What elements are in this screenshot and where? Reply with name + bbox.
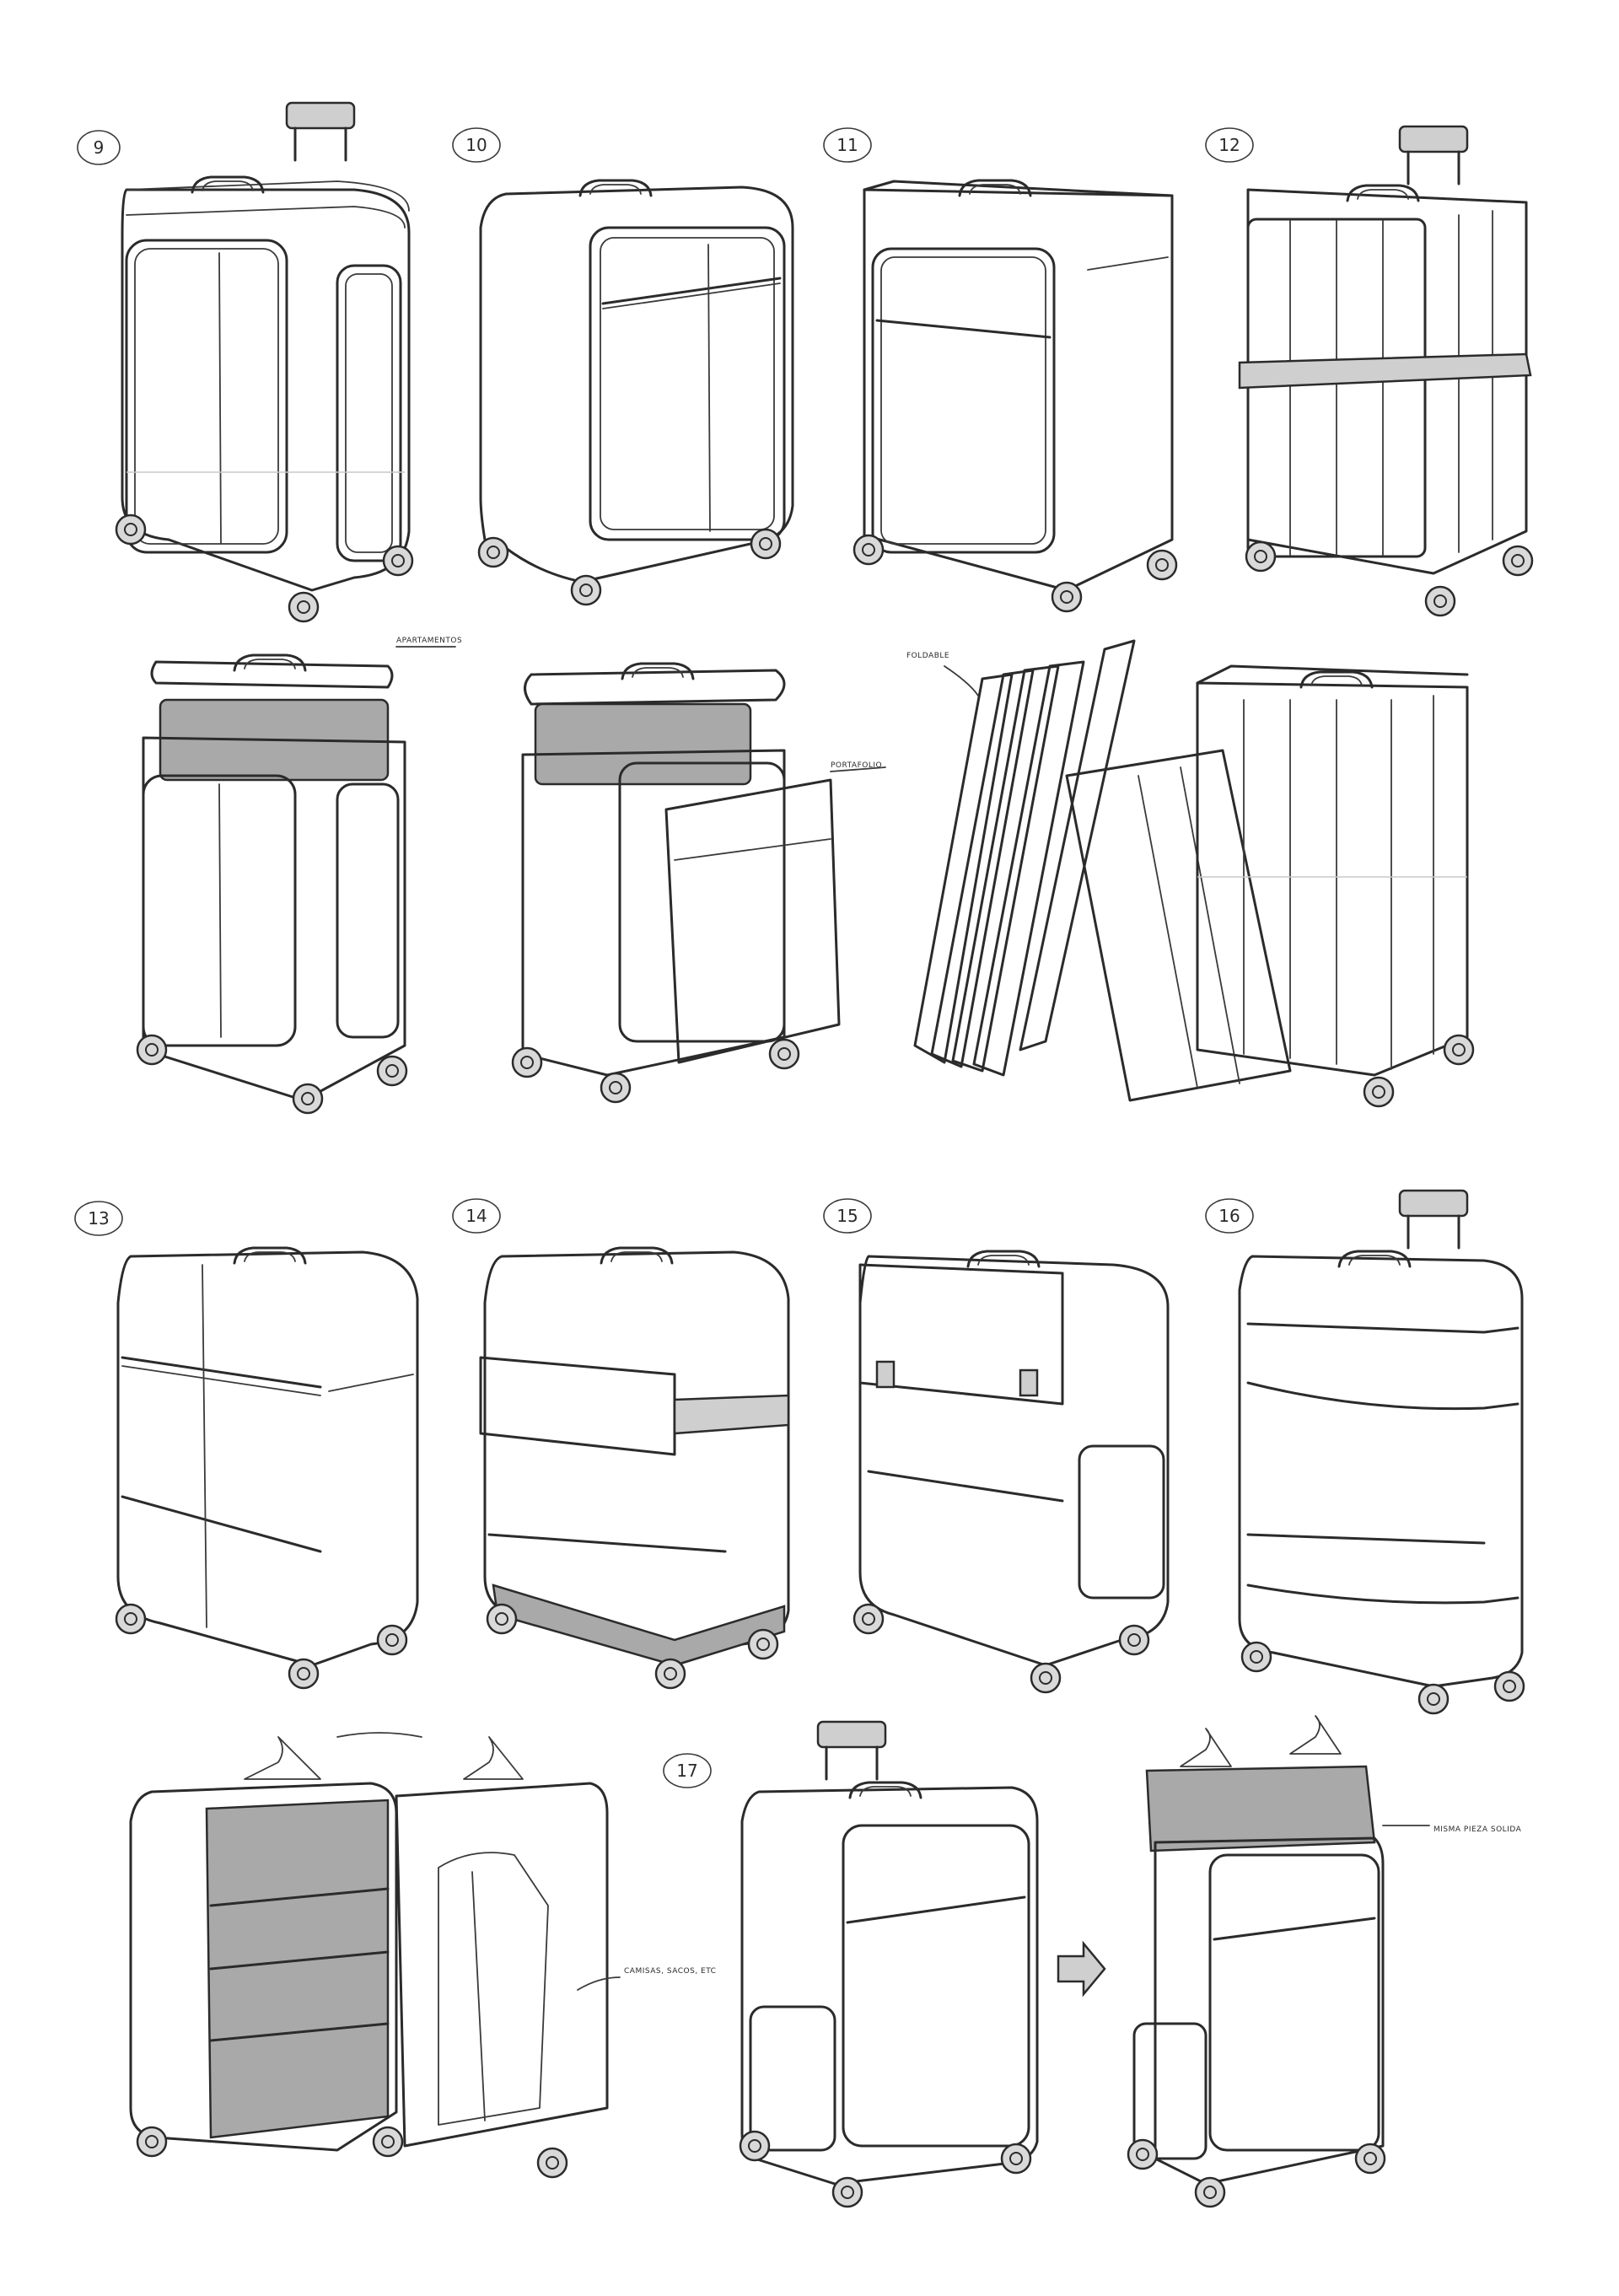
svg-text:12: 12 [1218,135,1240,155]
svg-text:14: 14 [465,1206,487,1226]
sketch-9-open-top: APARTAMENTOS [136,637,462,1115]
number-badge-15: 15 [823,1198,872,1234]
number-badge-16: 16 [1205,1198,1254,1234]
sketch-13: 13 [74,1201,419,1690]
svg-text:17: 17 [676,1761,697,1781]
note-same-piece: MISMA PIEZA SOLIDA [1433,1826,1522,1834]
sketch-open-wardrobe: CAMISAS, SACOS, ETC [129,1732,716,2179]
note-shirts: CAMISAS, SACOS, ETC [624,1967,716,1976]
transform-arrow [1057,1940,1106,1998]
svg-text:16: 16 [1218,1206,1240,1226]
number-badge-9: 9 [77,130,121,165]
note-portfolio: PORTAFOLIO [831,761,882,770]
svg-text:13: 13 [88,1208,109,1229]
svg-text:15: 15 [836,1206,858,1226]
sketch-11: 11 [823,127,1178,613]
note-foldable: FOLDABLE [906,652,949,660]
sketch-17-transformed: MISMA PIEZA SOLIDA [1127,1715,1522,2208]
number-badge-13: 13 [74,1201,123,1236]
number-badge-14: 14 [452,1198,501,1234]
sketch-foldable-panels: FOLDABLE [906,639,1292,1102]
sketch-12: 12 [1205,125,1534,617]
svg-text:9: 9 [94,137,105,158]
number-badge-17: 17 [663,1753,712,1788]
sketch-17: 17 [663,1720,1039,2208]
sketch-10: 10 [452,127,794,606]
svg-text:10: 10 [465,135,487,155]
number-badge-11: 11 [823,127,872,163]
note-compartments: APARTAMENTOS [396,637,462,645]
number-badge-12: 12 [1205,127,1254,163]
sketch-14: 14 [452,1198,790,1690]
svg-text:11: 11 [836,135,858,155]
number-badge-10: 10 [452,127,501,163]
sketch-15: 15 [823,1198,1170,1694]
sketch-9: 9 [77,101,414,623]
sketch-16: 16 [1205,1189,1525,1715]
sketch-12-ribbed [1196,664,1475,1108]
sketch-10-portfolio: PORTAFOLIO [511,662,886,1104]
